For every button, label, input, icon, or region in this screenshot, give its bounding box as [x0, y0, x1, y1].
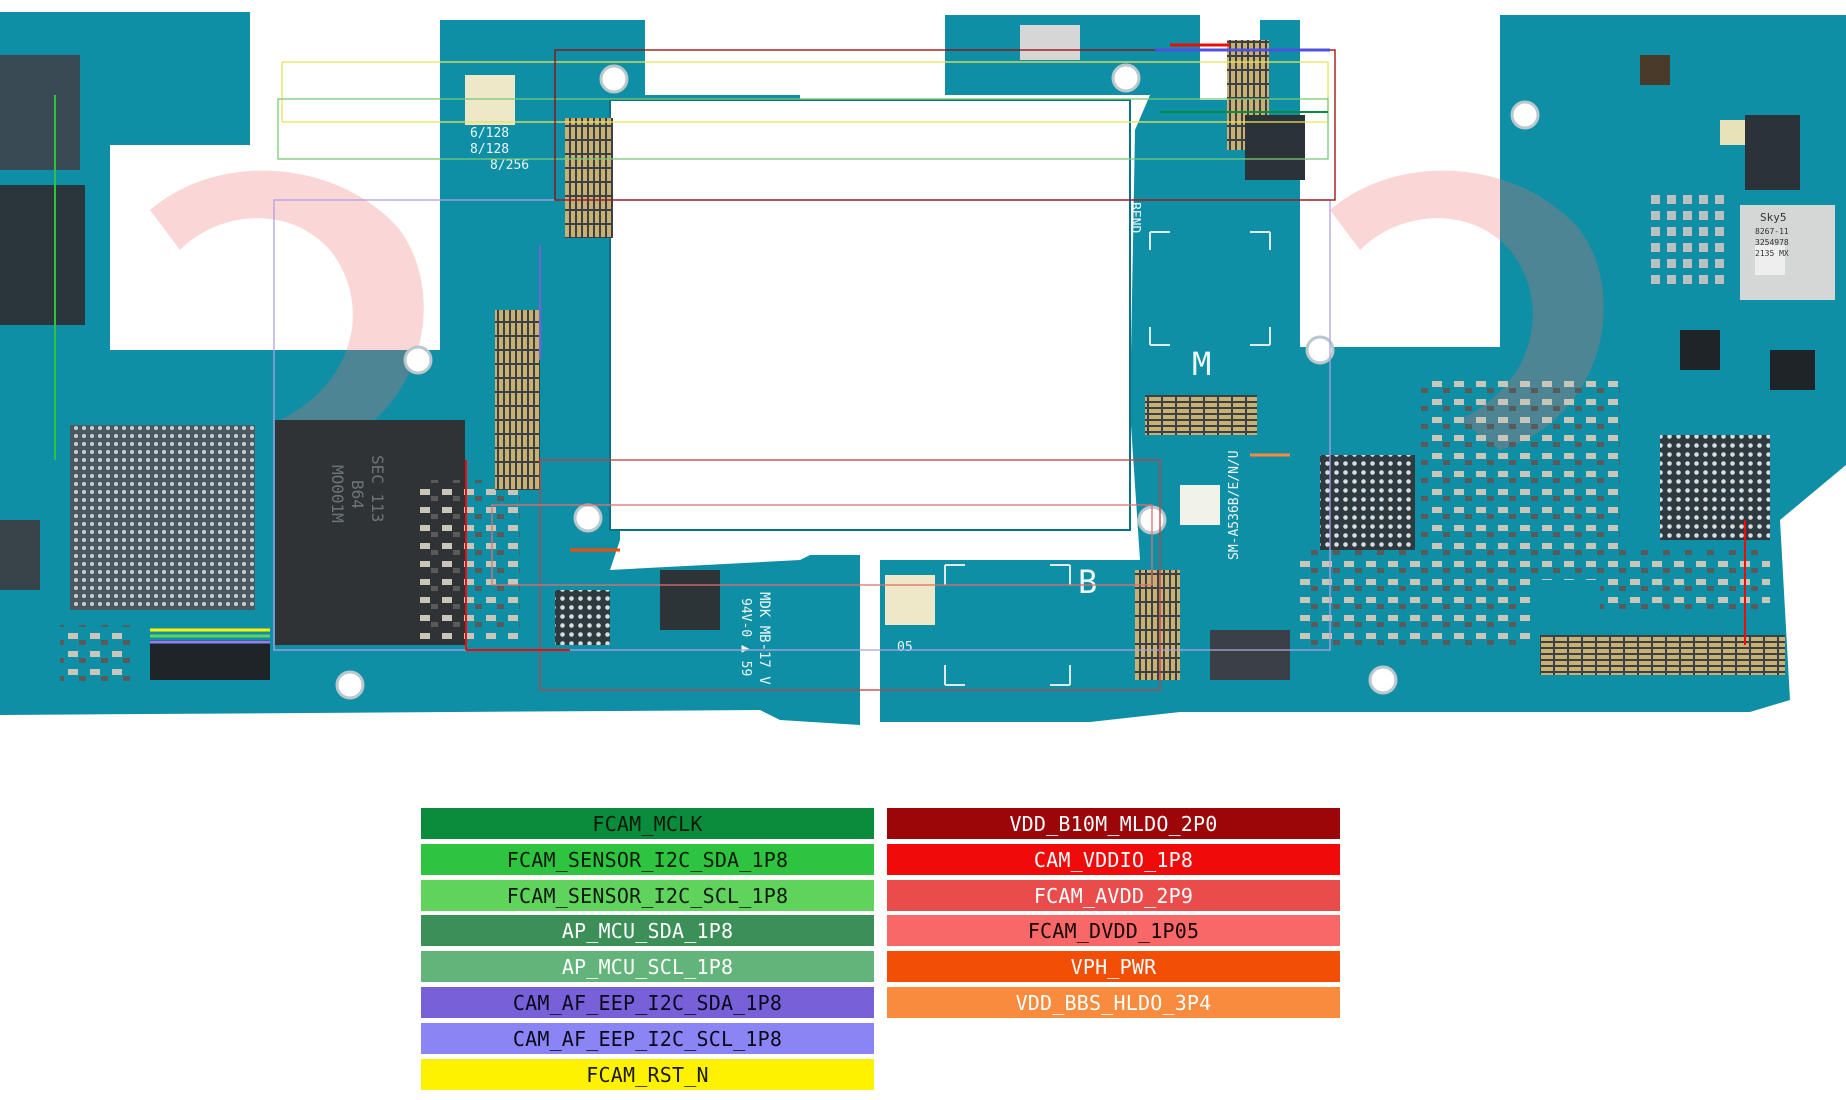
signal-traces — [54, 43, 1746, 691]
pcb-label-b: B — [1078, 563, 1097, 601]
board-cutout — [610, 100, 1130, 530]
zone-brackets — [944, 231, 1271, 686]
legend-item: FCAM_SENSOR_I2C_SCL_1P8 — [421, 880, 874, 911]
connector-top-left — [565, 118, 613, 238]
soc-marking-2: B64 — [348, 480, 367, 509]
legend-item: FCAM_RST_N — [421, 1059, 874, 1090]
cpu-bga-footprint — [70, 425, 255, 610]
chip-line-1: 8267-11 — [1755, 227, 1789, 236]
rf-bga — [1660, 435, 1770, 540]
legend-item: VDD_B10M_MLDO_2P0 — [887, 808, 1340, 839]
pcb-label-bend: BEND — [1127, 202, 1142, 233]
connector-bottom-right — [1540, 635, 1785, 675]
chip-line-2: 3254978 — [1755, 238, 1789, 247]
chip-brand: Sky5 — [1760, 211, 1787, 224]
soc-marking-3: MO001M — [328, 465, 347, 523]
qr-code-top — [465, 75, 515, 125]
legend-item: CAM_AF_EEP_I2C_SCL_1P8 — [421, 1023, 874, 1054]
legend-item: FCAM_SENSOR_I2C_SDA_1P8 — [421, 844, 874, 875]
pcb-label-model: SM-A536B/E/N/U — [1227, 450, 1242, 560]
small-ic-bga — [555, 590, 610, 645]
pcb-label-m: M — [1192, 345, 1211, 383]
pcb-label-variant-1: 6/128 — [470, 126, 509, 141]
pcb-label-variant-3: 8/256 — [490, 158, 529, 173]
pcb-label-ul: 94V-0 ▲ 59 — [738, 598, 753, 676]
chip-line-3: 2135 MX — [1755, 249, 1789, 258]
legend-item: FCAM_AVDD_2P9 — [887, 880, 1340, 911]
pcb-board-photo: 6/128 8/128 8/256 MDK MB-17 V 94V-0 ▲ 59… — [0, 12, 1846, 725]
legend-item: AP_MCU_SCL_1P8 — [421, 951, 874, 982]
qr-code-bottom — [885, 575, 935, 625]
connector-mid-right — [1145, 395, 1257, 435]
pcb-label-variant-2: 8/128 — [470, 142, 509, 157]
legend-item: FCAM_DVDD_1P05 — [887, 915, 1340, 946]
mounting-holes — [335, 63, 1540, 700]
legend-item: FCAM_MCLK — [421, 808, 874, 839]
legend-item: VDD_BBS_HLDO_3P4 — [887, 987, 1340, 1018]
connector-mid-left — [495, 310, 540, 490]
pcb-label-05: 05 — [897, 640, 913, 655]
pcb-label-mdk: MDK MB-17 V — [756, 592, 772, 685]
legend-item: CAM_AF_EEP_I2C_SDA_1P8 — [421, 987, 874, 1018]
connector-lower-right — [1135, 570, 1180, 680]
pmic-bga — [1320, 455, 1415, 550]
legend-item: VPH_PWR — [887, 951, 1340, 982]
legend-item: CAM_VDDIO_1P8 — [887, 844, 1340, 875]
soc-marking-1: SEC 113 — [368, 455, 387, 522]
pcb-board-illustration: 6/128 8/128 8/256 MDK MB-17 V 94V-0 ▲ 59… — [0, 12, 1846, 725]
legend-item: AP_MCU_SDA_1P8 — [421, 915, 874, 946]
